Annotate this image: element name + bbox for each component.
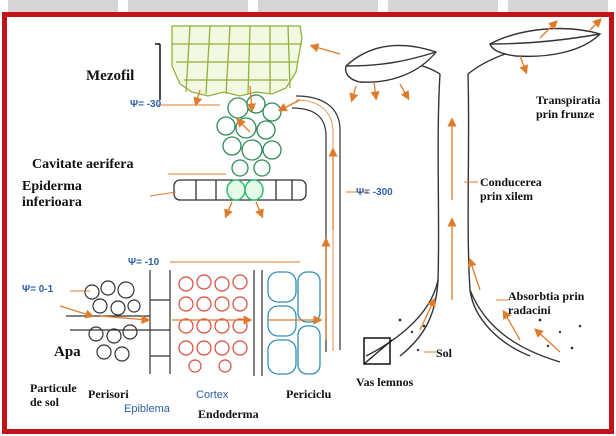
red-border [2,12,614,434]
